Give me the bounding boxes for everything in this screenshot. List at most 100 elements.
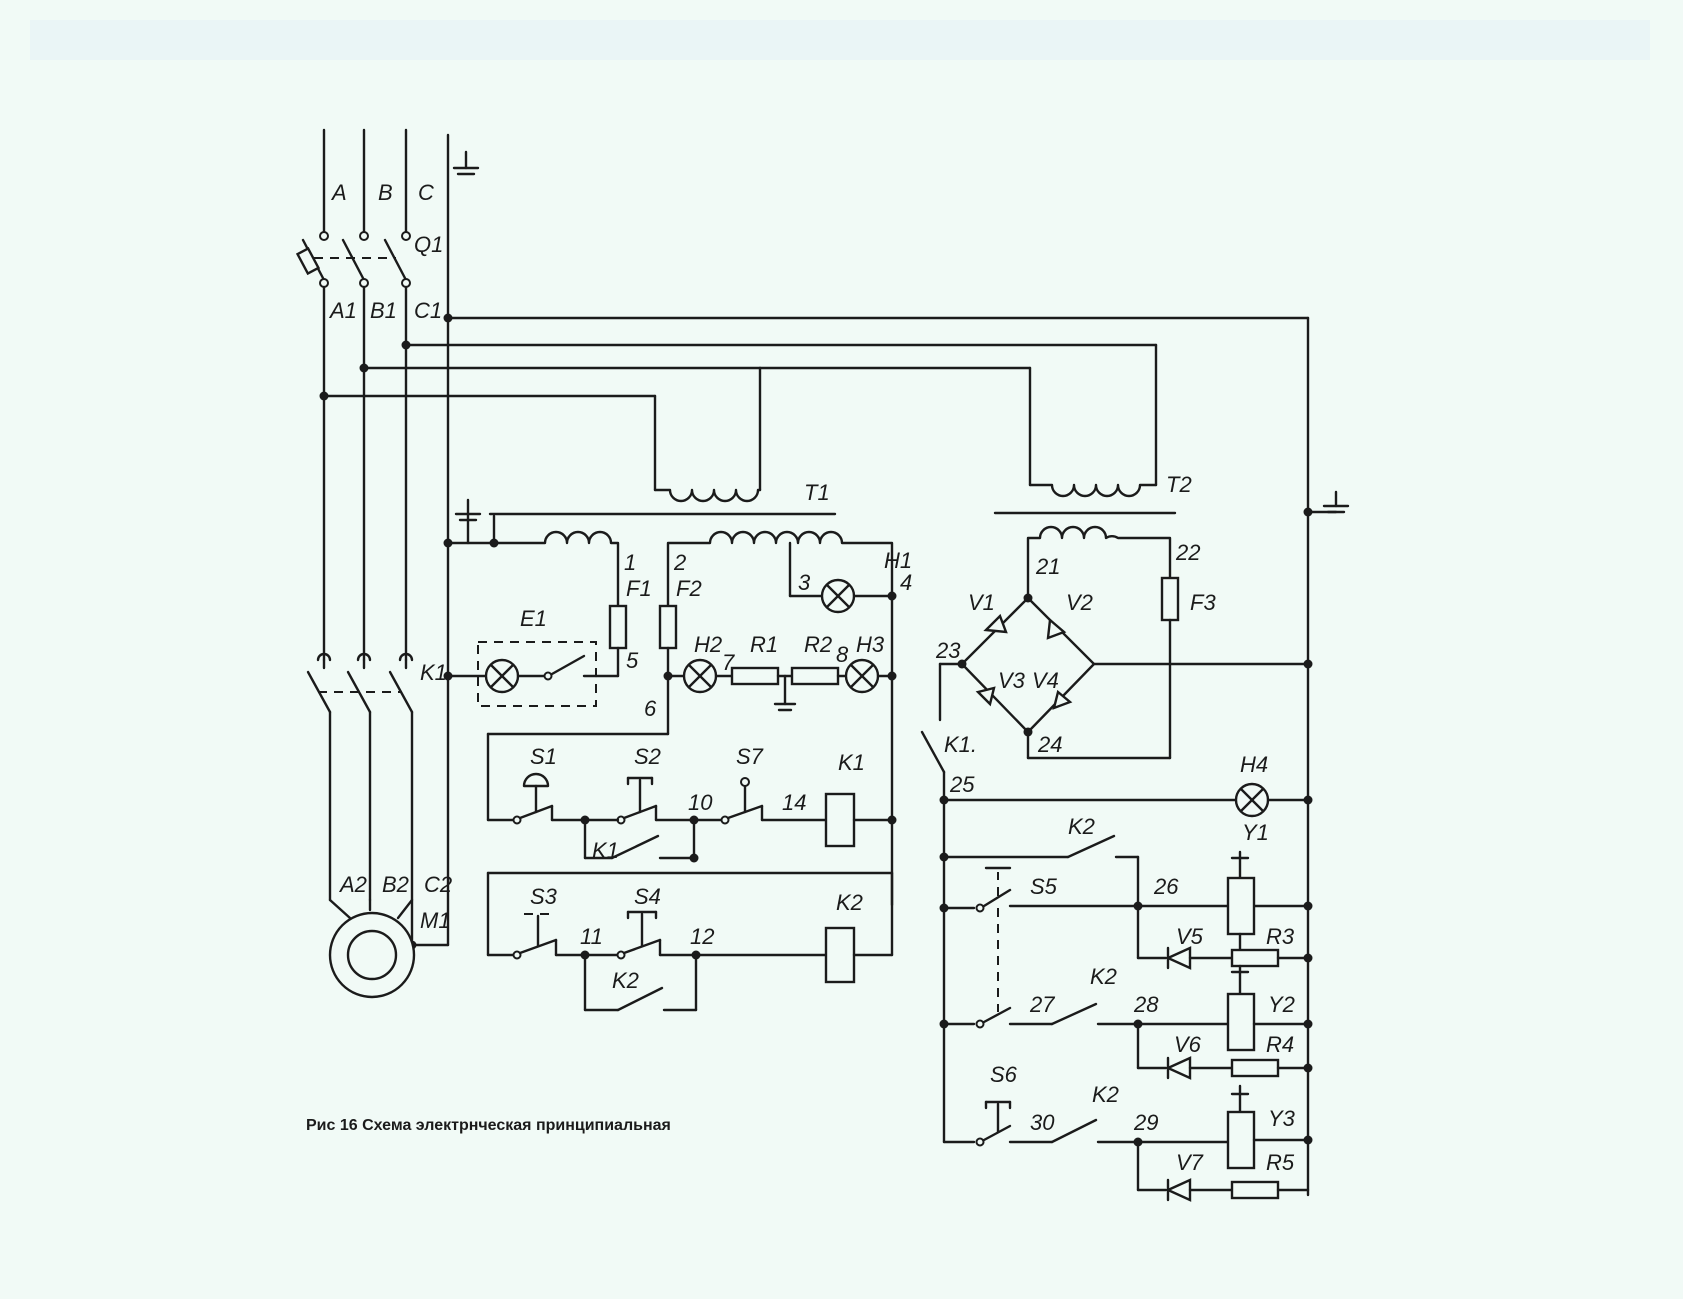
- label-v5: V5: [1176, 924, 1204, 949]
- label-s6: S6: [990, 1062, 1018, 1087]
- label-k2-aux: K2: [612, 968, 639, 993]
- label-node-11: 11: [580, 924, 603, 949]
- label-node-5: 5: [626, 648, 639, 673]
- phase-buses: [319, 285, 1310, 1197]
- ground-symbol: [454, 498, 482, 545]
- label-phase-c: C: [418, 180, 434, 205]
- label-b1: B1: [370, 298, 397, 323]
- contactor-k1-main: [306, 652, 450, 950]
- label-k2-coil: K2: [836, 890, 863, 915]
- label-h1: H1: [884, 548, 912, 573]
- motor-m1: [328, 898, 416, 999]
- label-a2: A2: [338, 872, 367, 897]
- label-t1: T1: [804, 480, 830, 505]
- labels: A B C Q1 A1 B1 C1 T1 T2 1 2 3 4 5 6 7 8 …: [306, 180, 1296, 1175]
- label-v7: V7: [1176, 1150, 1204, 1175]
- transformer-t1: [443, 488, 894, 907]
- label-v1: V1: [968, 590, 995, 615]
- label-r1: R1: [750, 632, 778, 657]
- label-s3: S3: [530, 884, 558, 909]
- label-a1: A1: [328, 298, 357, 323]
- label-node-4: 4: [900, 570, 912, 595]
- label-s1: S1: [530, 744, 557, 769]
- label-node-22: 22: [1175, 540, 1200, 565]
- valve-y1-branch: [939, 834, 1313, 970]
- label-node-7: 7: [722, 650, 735, 675]
- label-c1: C1: [414, 298, 442, 323]
- label-v6: V6: [1174, 1032, 1202, 1057]
- label-k2-b: K2: [1090, 964, 1117, 989]
- lamp-h1: [788, 578, 897, 614]
- label-k2-a: K2: [1068, 814, 1095, 839]
- label-node-28: 28: [1133, 992, 1159, 1017]
- valve-y2-branch: [939, 908, 1313, 1080]
- label-v4: V4: [1032, 668, 1059, 693]
- label-node-29: 29: [1133, 1110, 1158, 1135]
- label-c2: C2: [424, 872, 452, 897]
- label-node-6: 6: [644, 696, 657, 721]
- label-node-30: 30: [1030, 1110, 1055, 1135]
- label-f1: F1: [626, 576, 652, 601]
- k1-contact: [920, 730, 1238, 1144]
- transformer-t2: [993, 483, 1180, 760]
- label-b2: B2: [382, 872, 409, 897]
- label-y1: Y1: [1242, 820, 1269, 845]
- label-node-14: 14: [782, 790, 806, 815]
- label-h3: H3: [856, 632, 885, 657]
- label-s2: S2: [634, 744, 661, 769]
- label-y2: Y2: [1268, 992, 1295, 1017]
- label-node-1: 1: [624, 550, 636, 575]
- label-node-8: 8: [836, 642, 849, 667]
- label-node-3: 3: [798, 570, 811, 595]
- label-r2: R2: [804, 632, 832, 657]
- label-s4: S4: [634, 884, 661, 909]
- label-phase-a: A: [330, 180, 347, 205]
- label-k1-coil: K1: [838, 750, 865, 775]
- label-h2: H2: [694, 632, 722, 657]
- lamp-e1: [443, 641, 598, 707]
- k2-rung: [486, 871, 894, 1012]
- label-r4: R4: [1266, 1032, 1294, 1057]
- label-s7: S7: [736, 744, 764, 769]
- label-node-25: 25: [949, 772, 975, 797]
- figure-caption: Рис 16 Схема электрнческая принципиальна…: [306, 1117, 671, 1134]
- label-y3: Y3: [1268, 1106, 1296, 1131]
- control-feed: [486, 674, 670, 957]
- label-k2-c: K2: [1092, 1082, 1119, 1107]
- label-h4: H4: [1240, 752, 1268, 777]
- fuse-f1: [594, 604, 628, 678]
- label-k1-contact: K1.: [944, 732, 977, 757]
- label-node-24: 24: [1037, 732, 1062, 757]
- label-v3: V3: [998, 668, 1026, 693]
- label-r3: R3: [1266, 924, 1295, 949]
- bridge-rectifier: [938, 593, 1313, 760]
- k1-rung: [486, 772, 897, 863]
- label-node-26: 26: [1153, 874, 1179, 899]
- label-f3: F3: [1190, 590, 1216, 615]
- label-s5: S5: [1030, 874, 1058, 899]
- label-f2: F2: [676, 576, 702, 601]
- label-q1: Q1: [414, 232, 443, 257]
- lamp-resistor-chain: [663, 658, 897, 712]
- label-node-12: 12: [690, 924, 714, 949]
- breaker-q1: [295, 231, 411, 288]
- label-node-10: 10: [688, 790, 713, 815]
- label-e1: E1: [520, 606, 547, 631]
- label-v2: V2: [1066, 590, 1093, 615]
- label-node-27: 27: [1029, 992, 1055, 1017]
- label-k1-aux: K1: [592, 838, 619, 863]
- ground-symbol: [452, 150, 480, 176]
- lamp-h4: [1234, 782, 1313, 818]
- label-node-23: 23: [935, 638, 961, 663]
- ground-symbol: [1303, 490, 1350, 517]
- fuse-f2: [658, 604, 678, 678]
- label-r5: R5: [1266, 1150, 1295, 1175]
- label-m1: M1: [420, 908, 451, 933]
- label-node-21: 21: [1035, 554, 1060, 579]
- label-k1-main: K1: [420, 660, 447, 685]
- label-phase-b: B: [378, 180, 393, 205]
- label-t2: T2: [1166, 472, 1192, 497]
- label-node-2: 2: [673, 550, 686, 575]
